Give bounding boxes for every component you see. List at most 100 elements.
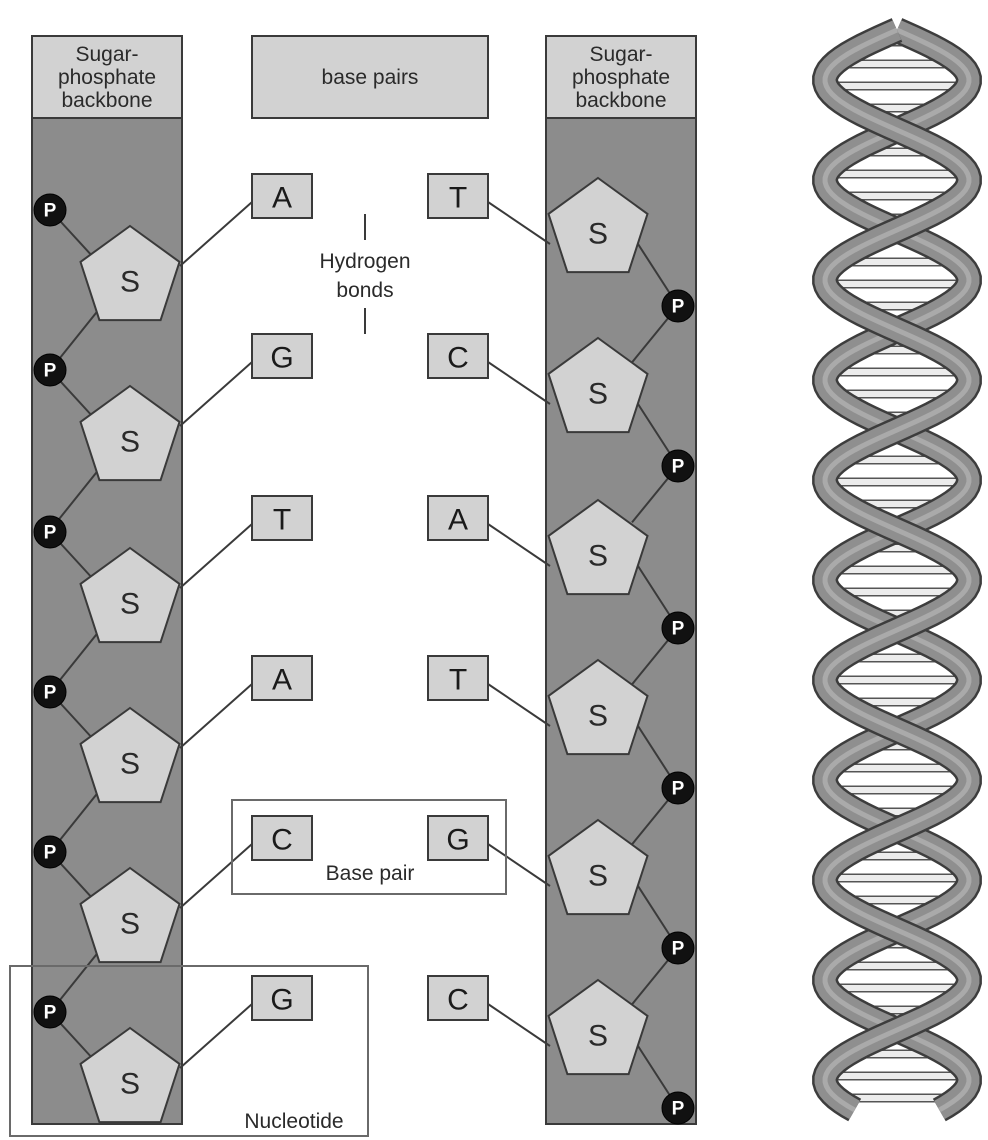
left-base: G	[251, 975, 313, 1021]
phosphate-label: P	[672, 457, 685, 478]
base-letter: T	[273, 504, 291, 537]
base-letter: C	[271, 824, 293, 857]
phosphate-layer: P P P P P P P P P P P P	[33, 193, 695, 1125]
base-letter: A	[272, 182, 292, 215]
base-pair-highlight: Base pair	[231, 799, 507, 895]
nucleotide-highlight: Nucleotide	[9, 965, 369, 1137]
left-base: A	[251, 173, 313, 219]
sugar-label: S	[588, 1020, 608, 1053]
base-letter: T	[449, 664, 467, 697]
base-pair-label: Base pair	[326, 862, 415, 885]
left-header-line-1: Sugar-	[75, 43, 138, 66]
base-pairs-header-text: base pairs	[322, 66, 419, 89]
hydrogen-bond-layer	[318, 187, 424, 1010]
left-backbone-header: Sugar- phosphate backbone	[31, 35, 183, 119]
left-header-line-2: phosphate	[58, 66, 156, 89]
hydrogen-bond-group	[318, 187, 424, 205]
base-letter: A	[448, 504, 468, 537]
left-phosphate: P	[33, 353, 67, 387]
hydrogen-bond-group	[318, 344, 424, 368]
left-sugar: S	[79, 546, 181, 644]
right-header-line-2: phosphate	[572, 66, 670, 89]
hydrogen-bonds-label-line-2: bonds	[336, 279, 393, 302]
right-phosphate: P	[661, 289, 695, 323]
right-base: C	[427, 333, 489, 379]
sugar-label: S	[120, 908, 140, 941]
phosphate-label: P	[672, 939, 685, 960]
phosphate-label: P	[44, 1003, 57, 1024]
left-base: C	[251, 815, 313, 861]
sugar-label: S	[588, 218, 608, 251]
left-base: A	[251, 655, 313, 701]
right-phosphate: P	[661, 1091, 695, 1125]
left-phosphate: P	[33, 835, 67, 869]
hydrogen-bond-group	[318, 826, 424, 850]
nucleotide-label: Nucleotide	[244, 1110, 343, 1133]
base-letter: A	[272, 664, 292, 697]
base-connectors	[179, 201, 551, 1069]
right-base: T	[427, 173, 489, 219]
base-layer: A T G C T A A T C G G C	[251, 173, 489, 1021]
phosphate-label: P	[672, 619, 685, 640]
phosphate-label: P	[672, 297, 685, 318]
double-helix-illustration	[812, 18, 982, 1122]
left-base: G	[251, 333, 313, 379]
right-header-line-1: Sugar-	[589, 43, 652, 66]
phosphate-label: P	[672, 779, 685, 800]
right-base: A	[427, 495, 489, 541]
right-base: T	[427, 655, 489, 701]
sugar-label: S	[588, 378, 608, 411]
right-base: C	[427, 975, 489, 1021]
sugar-label: S	[120, 426, 140, 459]
sugar-label: S	[120, 588, 140, 621]
sugar-label: S	[120, 1068, 140, 1101]
hydrogen-bonds-label-line-1: Hydrogen	[319, 250, 410, 273]
right-phosphate: P	[661, 771, 695, 805]
right-sugar: S	[547, 498, 649, 596]
hydrogen-bonds-annotation: Hydrogen bonds	[319, 214, 411, 334]
sugar-label: S	[588, 860, 608, 893]
right-sugar: S	[547, 818, 649, 916]
left-sugar: S	[79, 1026, 181, 1124]
hydrogen-bond-group	[318, 669, 424, 687]
base-letter: G	[270, 342, 293, 375]
left-header-line-3: backbone	[61, 89, 152, 112]
sugar-label: S	[588, 700, 608, 733]
right-phosphate: P	[661, 931, 695, 965]
sugar-label: S	[120, 266, 140, 299]
helix-strand-2	[812, 18, 982, 1122]
phosphate-label: P	[44, 683, 57, 704]
phosphate-label: P	[44, 361, 57, 382]
phosphate-label: P	[44, 523, 57, 544]
hydrogen-bond-group	[318, 986, 424, 1010]
sugar-label: S	[120, 748, 140, 781]
base-letter: G	[270, 984, 293, 1017]
sugar-layer: S S S S S S S S S S S S	[79, 176, 649, 1124]
right-sugar: S	[547, 658, 649, 756]
phosphate-label: P	[44, 201, 57, 222]
right-sugar: S	[547, 978, 649, 1076]
right-sugar: S	[547, 176, 649, 274]
right-header-line-3: backbone	[575, 89, 666, 112]
left-sugar: S	[79, 706, 181, 804]
left-phosphate: P	[33, 193, 67, 227]
right-phosphate: P	[661, 449, 695, 483]
base-pairs-header: base pairs	[251, 35, 489, 119]
right-backbone-header: Sugar- phosphate backbone	[545, 35, 697, 119]
left-base: T	[251, 495, 313, 541]
base-letter: C	[447, 342, 469, 375]
right-sugar: S	[547, 336, 649, 434]
phosphate-label: P	[672, 1099, 685, 1120]
left-sugar: S	[79, 384, 181, 482]
left-sugar: S	[79, 866, 181, 964]
left-sugar: S	[79, 224, 181, 322]
right-base: G	[427, 815, 489, 861]
sugar-label: S	[588, 540, 608, 573]
base-letter: G	[446, 824, 469, 857]
right-phosphate: P	[661, 611, 695, 645]
left-phosphate: P	[33, 675, 67, 709]
base-letter: C	[447, 984, 469, 1017]
base-letter: T	[449, 182, 467, 215]
left-phosphate: P	[33, 995, 67, 1029]
